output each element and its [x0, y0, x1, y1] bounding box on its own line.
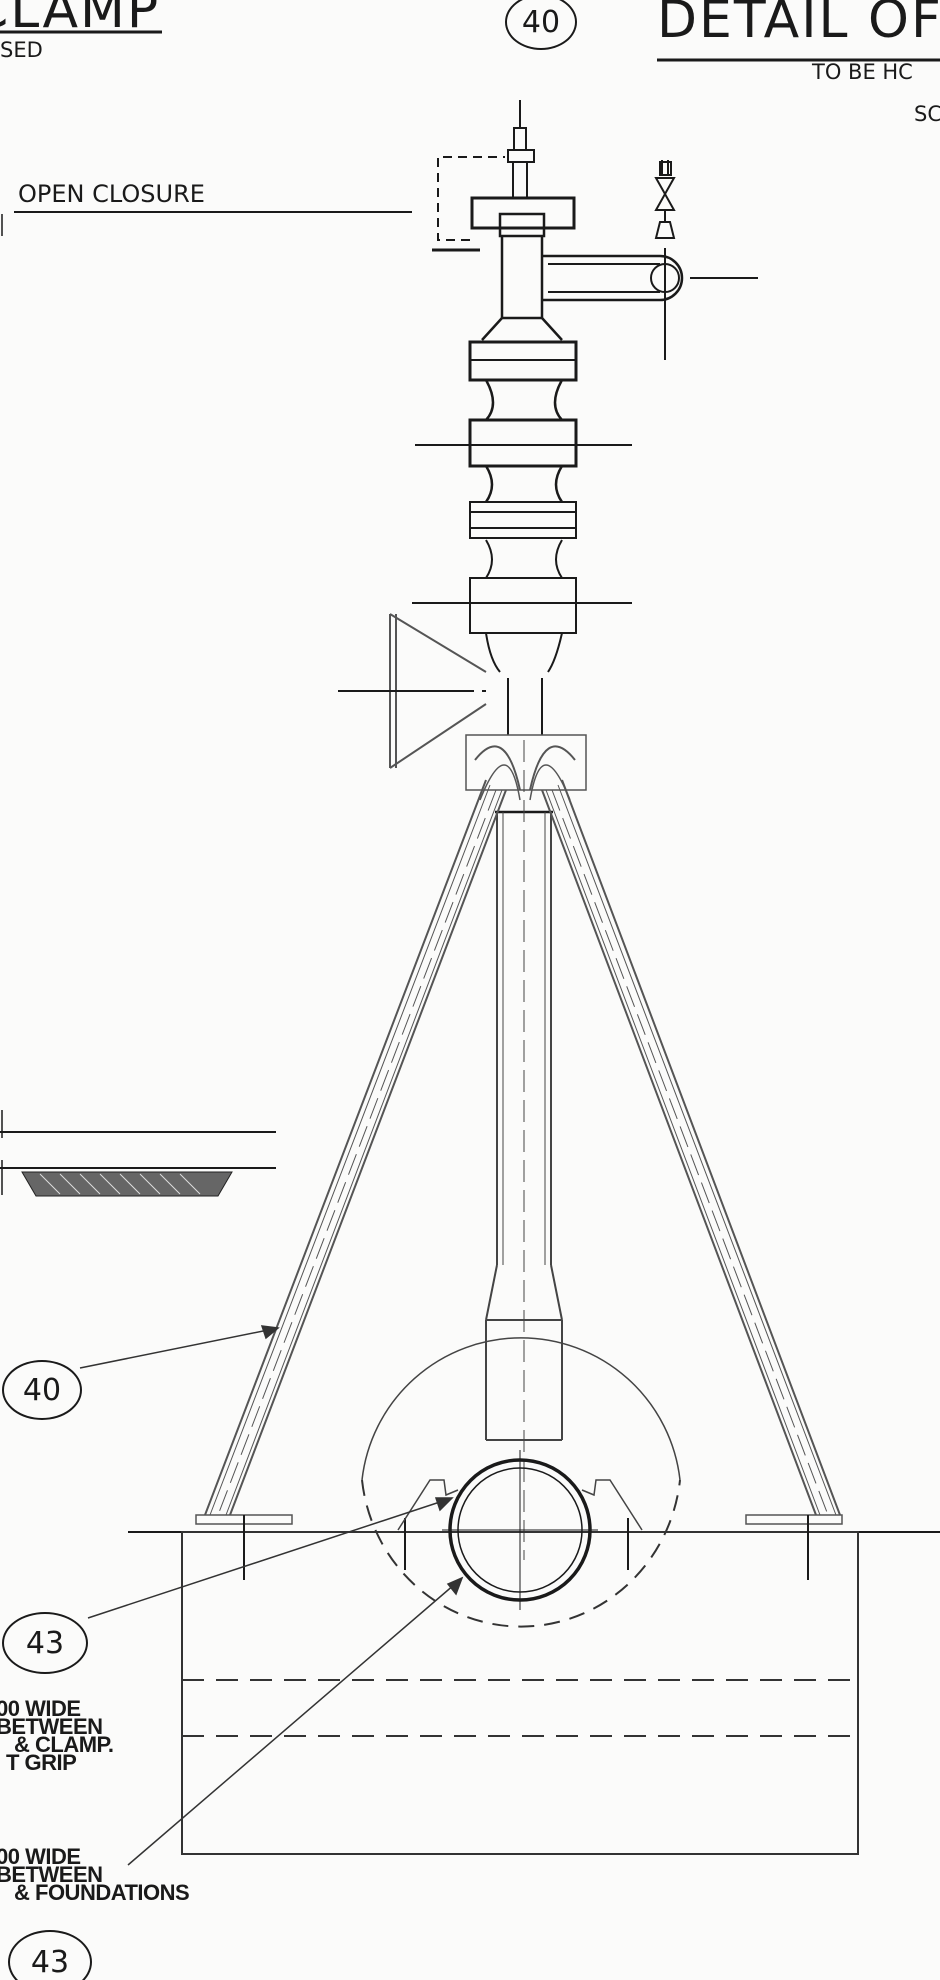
riser-pipe [485, 740, 563, 1560]
tripod-head [465, 734, 587, 814]
pipe-clamp-section [361, 1337, 681, 1628]
right-subtitle-fragment: TO BE HC [812, 60, 913, 84]
right-title-fragment: DETAIL OF [657, 0, 940, 50]
foundation-note-line-1: 00 WIDE [0, 1844, 81, 1869]
callout-leaders [79, 1325, 464, 1866]
foundation-note-line-2: BETWEEN [0, 1862, 103, 1887]
foundation-note-line-3: & FOUNDATIONS [14, 1880, 190, 1905]
clamp-note-line-2: BETWEEN [0, 1714, 103, 1739]
left-subtitle-fragment: SED [0, 38, 43, 62]
detail-ref-bubble-title: 40 [505, 0, 577, 50]
ground-section-detail [0, 1110, 276, 1197]
valve-assembly [412, 100, 758, 735]
clamp-note-line-3: & CLAMP. [14, 1732, 114, 1757]
open-closure-label: OPEN CLOSURE [18, 180, 205, 208]
right-subtitle2-fragment: SC [914, 102, 940, 126]
leg-ref-bubble: 40 [2, 1360, 82, 1420]
tripod-legs [195, 779, 843, 1525]
foundation-block [128, 1515, 940, 1855]
clamp-ref-bubble: 43 [2, 1612, 88, 1674]
left-title-fragment: CLAMP [0, 0, 161, 40]
bottom-ref-bubble: 43 [8, 1930, 92, 1980]
clamp-note-line-1: 00 WIDE [0, 1696, 81, 1721]
side-gauge [338, 613, 487, 769]
clamp-note-line-4: T GRIP [6, 1750, 77, 1775]
